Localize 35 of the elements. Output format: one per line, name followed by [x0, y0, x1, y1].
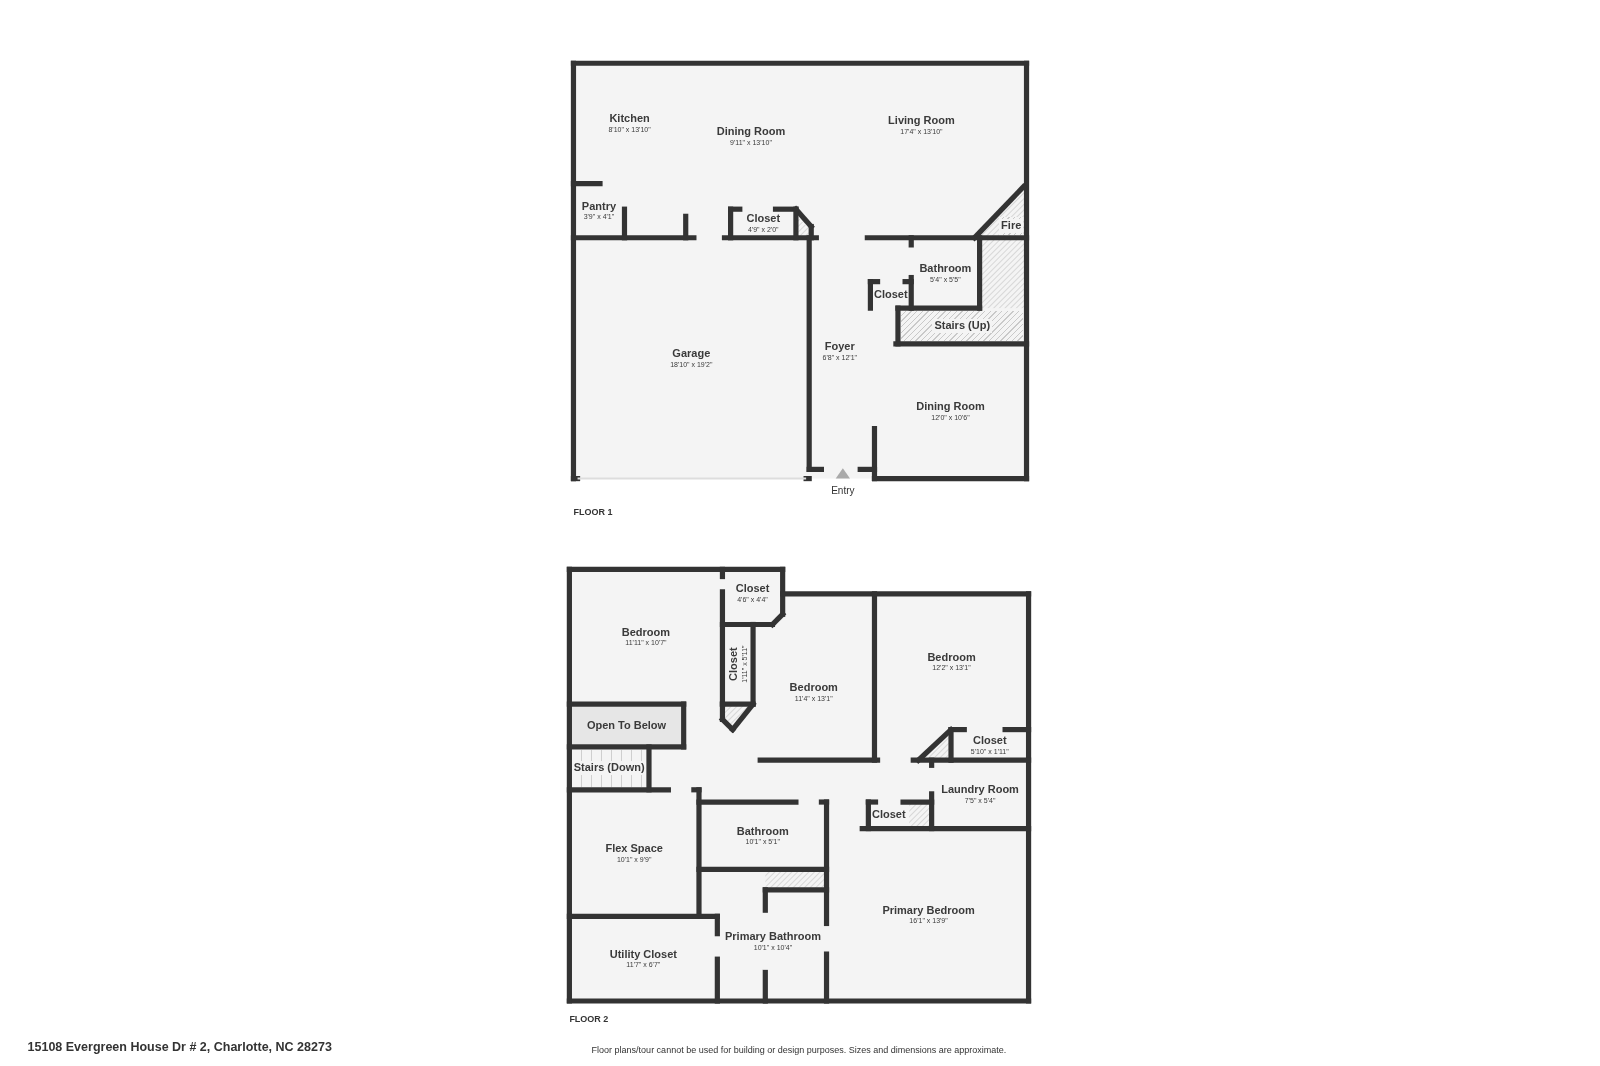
- room-name: Living Room: [887, 113, 956, 128]
- room-name: Closet: [870, 808, 907, 823]
- room-name: Dining Room: [915, 400, 986, 414]
- room-name: Bathroom: [918, 261, 973, 276]
- room-name: Primary Bedroom: [881, 903, 976, 918]
- room-name: Closet: [745, 212, 782, 227]
- room: [901, 311, 1024, 341]
- room-name: Bedroom: [620, 625, 672, 640]
- room-name: Primary Bathroom: [723, 930, 822, 944]
- room-name: Kitchen: [608, 112, 651, 127]
- room-name: Closet: [971, 733, 1008, 748]
- address-text: 15108 Evergreen House Dr # 2, Charlotte, NC 28273: [27, 1039, 332, 1054]
- floor-label: FLOOR 2: [569, 1014, 609, 1025]
- room-name: Closet: [734, 581, 771, 596]
- room-name: Stairs (Up): [932, 319, 993, 333]
- room-name: Pantry: [580, 199, 618, 214]
- room-name: Bathroom: [735, 824, 790, 839]
- room: [572, 707, 681, 744]
- room-name: Bedroom: [788, 681, 839, 695]
- room-name: Garage: [671, 347, 712, 361]
- room-name: Closet: [873, 288, 909, 302]
- room-name: Foyer: [823, 339, 856, 354]
- room-name: Closet: [726, 646, 740, 684]
- room: [572, 750, 646, 787]
- room-name: Utility Closet: [608, 947, 678, 962]
- floor-label: FLOOR 1: [573, 507, 613, 518]
- disclaimer-note: Floor plans/tour cannot be used for building or design purposes. Sizes and dimensions are approximate.: [591, 1045, 1007, 1055]
- room-name: Stairs (Down): [571, 761, 647, 776]
- entry-label: Entry: [831, 484, 855, 496]
- room-name: Laundry Room: [940, 783, 1020, 798]
- room-name: Bedroom: [926, 650, 977, 665]
- room-name: Fire: [999, 219, 1024, 233]
- room-name: Flex Space: [604, 841, 664, 856]
- room-name: Open To Below: [585, 718, 668, 733]
- room-name: Dining Room: [715, 125, 787, 139]
